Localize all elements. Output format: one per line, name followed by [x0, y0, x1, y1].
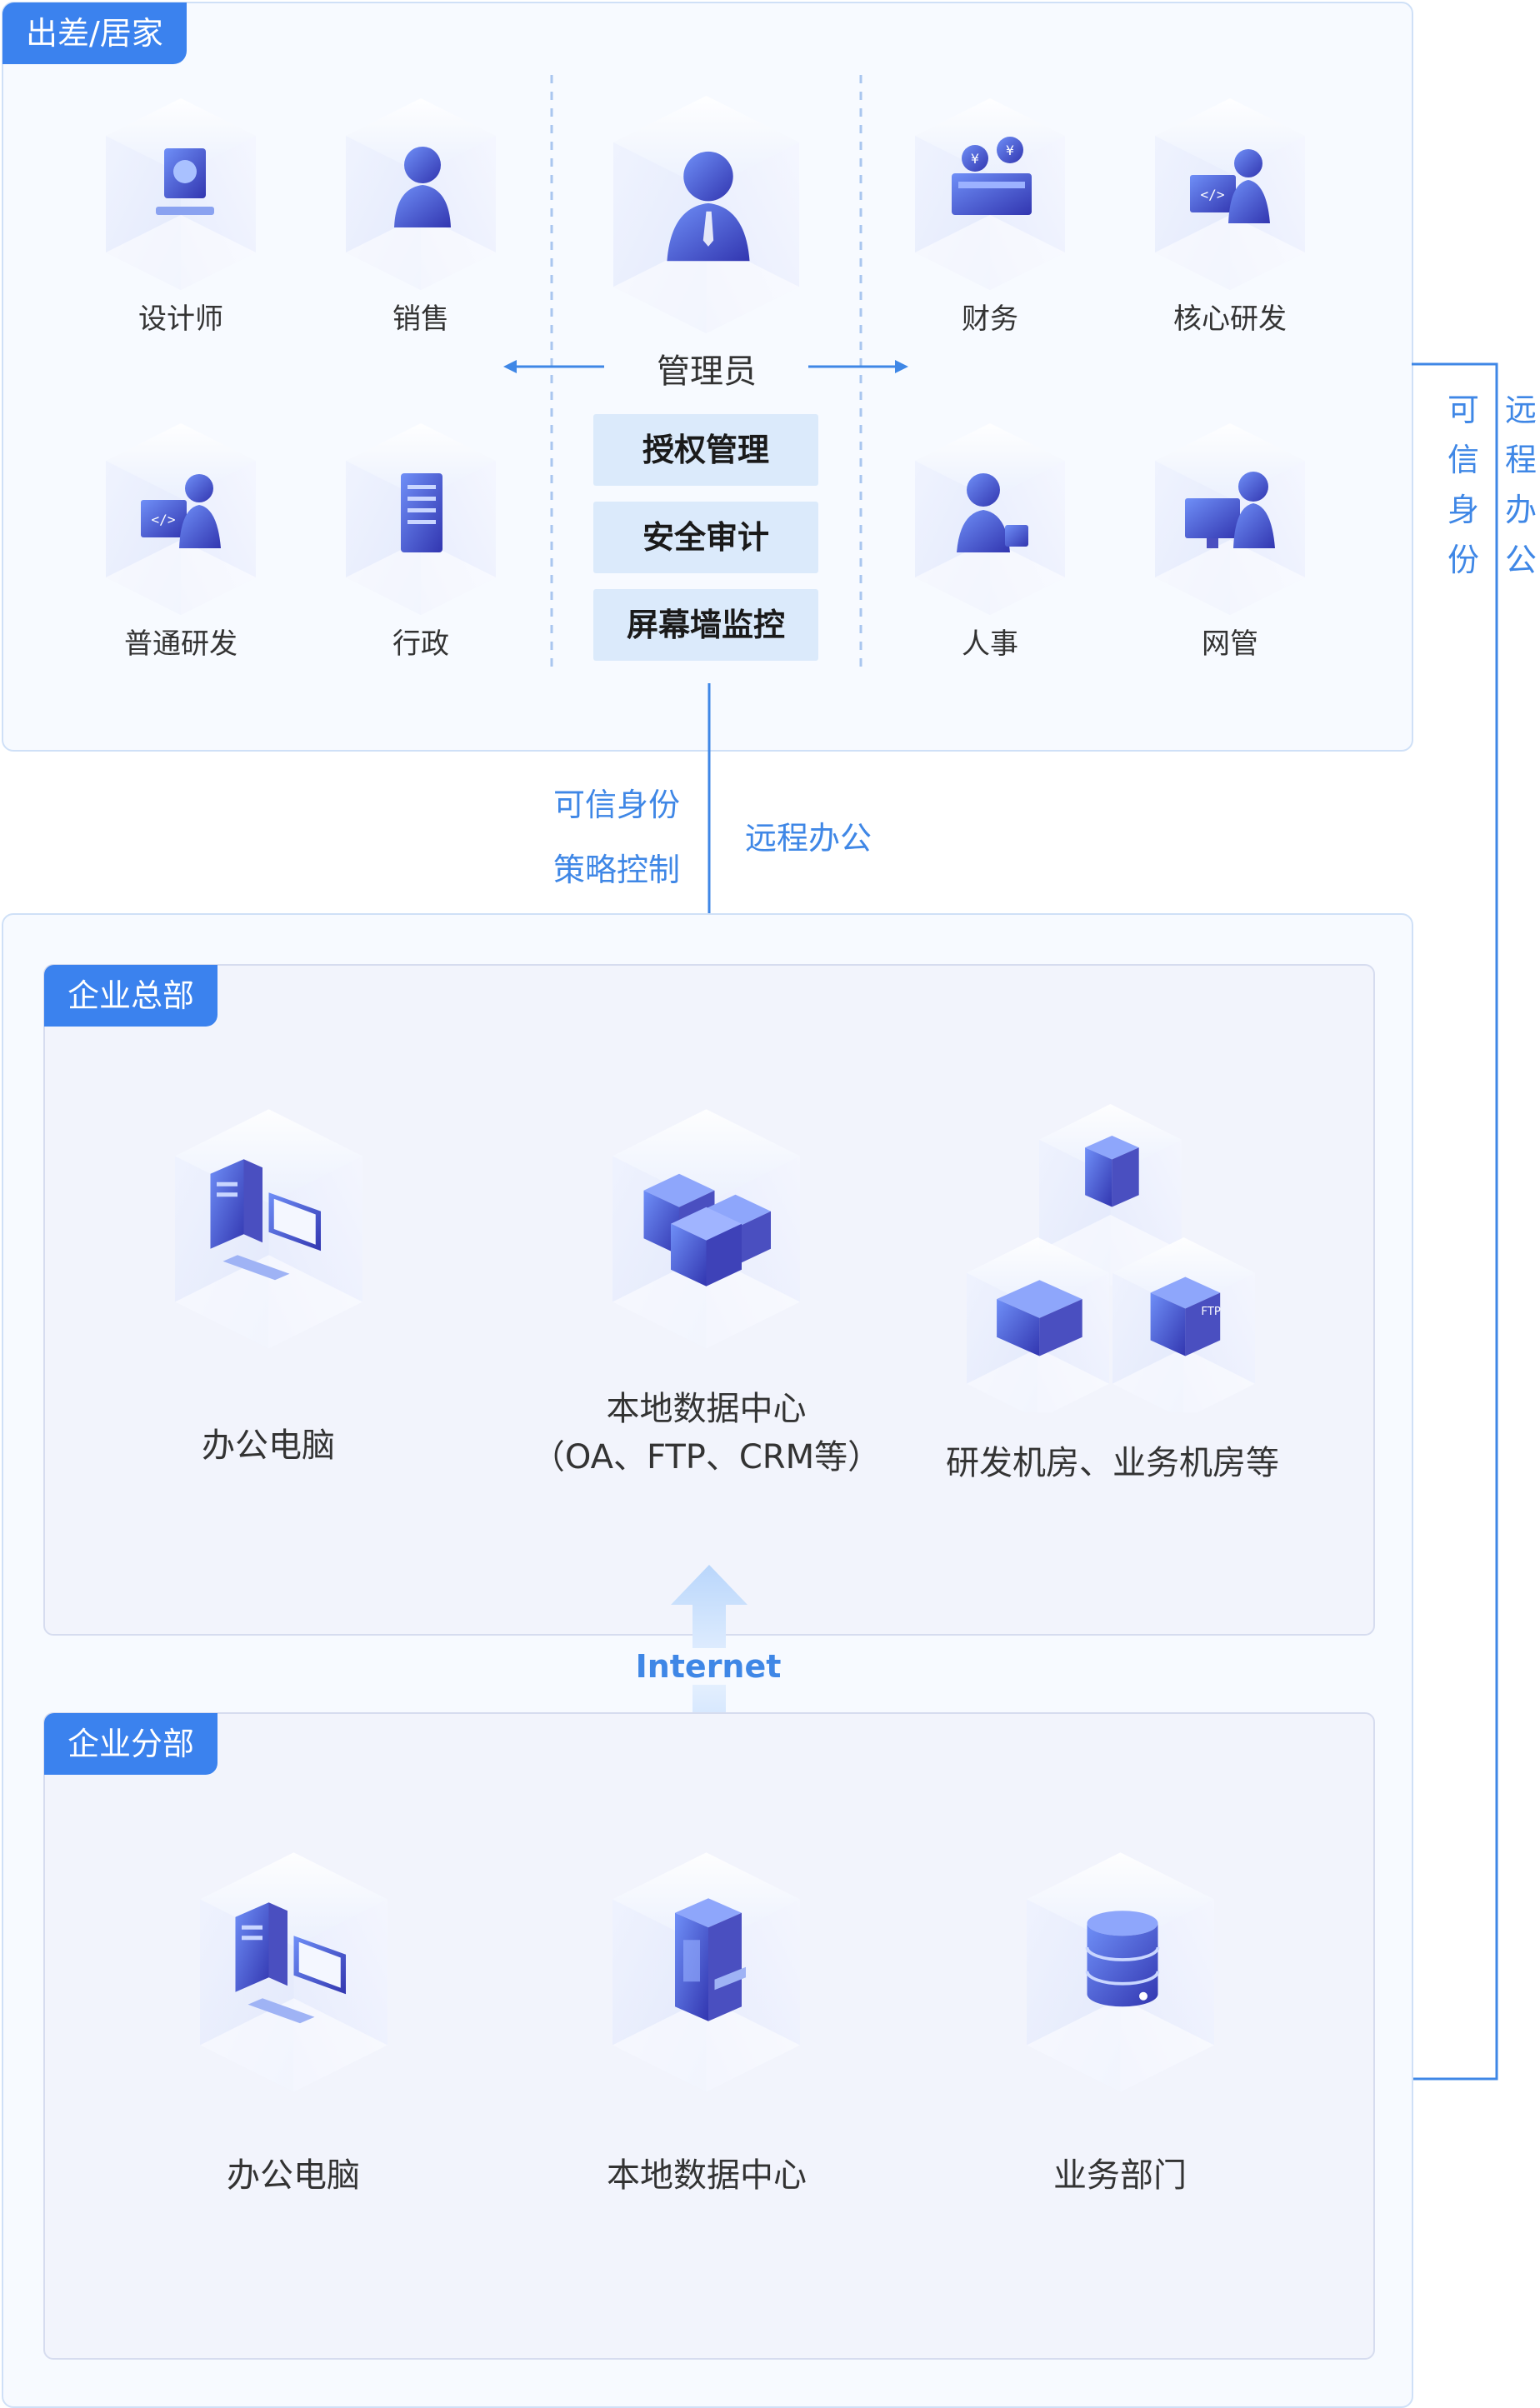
database-icon	[1027, 1852, 1214, 2092]
data-center-servers-icon	[612, 1109, 800, 1349]
dashed-dividers	[503, 75, 908, 675]
role-label-admin-staff: 行政	[392, 627, 449, 661]
branch-business-dept-label: 业务部门	[1053, 2156, 1187, 2195]
trusted-identity-label: 可信身份	[552, 787, 680, 823]
branch-tag: 企业分部	[44, 1713, 218, 1775]
policy-screen-wall: 屏幕墙监控	[593, 589, 818, 661]
hq-tag: 企业总部	[44, 965, 218, 1027]
role-label-network-admin: 网管	[1202, 627, 1258, 661]
office-computer-icon	[175, 1109, 362, 1349]
admin-label: 管理员	[657, 352, 757, 391]
office-computer-icon	[200, 1852, 388, 2092]
designer-icon	[106, 98, 256, 290]
core-developer-icon: </>	[1155, 98, 1305, 290]
policy-control-label: 策略控制	[552, 852, 680, 888]
branch-office-computer-label: 办公电脑	[227, 2156, 360, 2195]
svg-text:¥: ¥	[971, 151, 979, 167]
server-tower-icon	[612, 1852, 800, 2092]
remote-work-tag: 出差/居家	[2, 2, 187, 64]
role-label-hr: 人事	[962, 627, 1018, 661]
svg-text:</>: </>	[152, 512, 176, 527]
hq-office-computer-label: 办公电脑	[202, 1426, 335, 1465]
hq-data-center-label: 本地数据中心 （OA、FTP、CRM等）	[531, 1390, 882, 1476]
role-label-designer: 设计师	[138, 302, 223, 336]
svg-text:¥: ¥	[1006, 142, 1014, 158]
hq-server-room-label: 研发机房、业务机房等	[946, 1444, 1279, 1482]
role-label-core-developer: 核心研发	[1173, 302, 1287, 336]
finance-icon: ¥ ¥	[915, 98, 1065, 290]
remote-office-label: 远程办公	[744, 820, 872, 857]
role-label-finance: 财务	[962, 302, 1018, 336]
svg-text:FTP: FTP	[1201, 1306, 1221, 1318]
server-room-icon: FTP	[967, 1104, 1255, 1412]
document-icon	[346, 423, 496, 615]
role-label-developer: 普通研发	[124, 627, 238, 661]
policy-security-audit: 安全审计	[593, 502, 818, 573]
svg-text:</>: </>	[1201, 187, 1225, 202]
network-admin-icon	[1155, 423, 1305, 615]
developer-icon: </>	[106, 423, 256, 615]
side-trusted-identity-text: 可 信 身 份	[1447, 392, 1479, 578]
internet-label: Internet	[621, 1648, 796, 1685]
policy-authorization: 授权管理	[593, 414, 818, 486]
admin-person-icon	[612, 96, 800, 333]
sales-person-icon	[346, 98, 496, 290]
hr-person-icon	[915, 423, 1065, 615]
role-label-sales: 销售	[392, 302, 449, 336]
branch-data-center-label: 本地数据中心	[607, 2156, 807, 2195]
side-remote-office-text: 远 程 办 公	[1504, 392, 1537, 578]
